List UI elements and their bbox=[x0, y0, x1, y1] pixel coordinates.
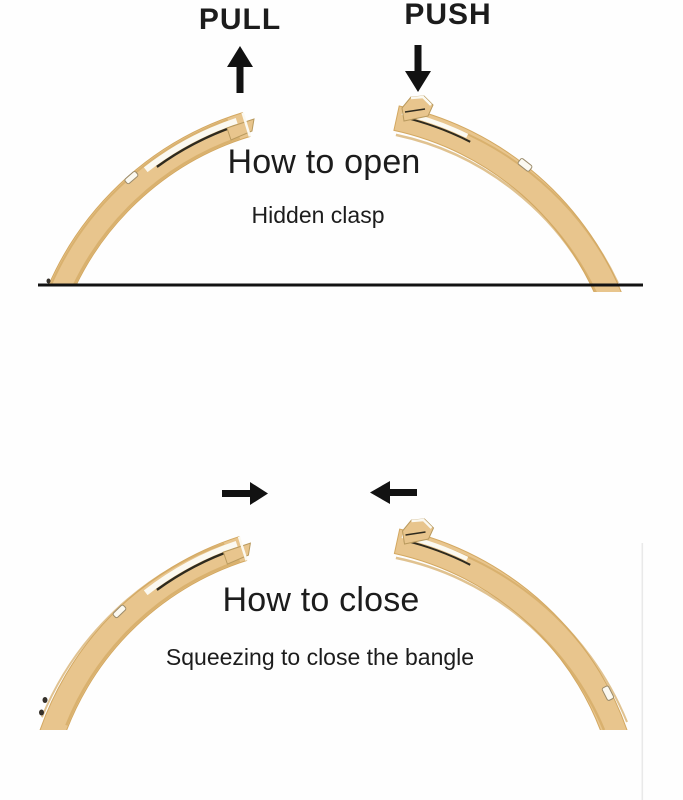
artifact-line bbox=[641, 543, 644, 800]
bangle-close-illustration bbox=[39, 481, 644, 800]
close-subtitle: Squeezing to close the bangle bbox=[165, 644, 475, 670]
pull-label: PULL bbox=[198, 3, 282, 36]
bangle-open-illustration bbox=[38, 45, 643, 292]
arrow-right-icon bbox=[222, 482, 268, 505]
push-label: PUSH bbox=[404, 0, 492, 31]
open-title: How to open bbox=[227, 143, 421, 181]
bangle-open-right-arc bbox=[393, 95, 622, 292]
close-title: How to close bbox=[222, 581, 420, 619]
hinge-detail bbox=[601, 685, 615, 701]
arrow-left-icon bbox=[370, 481, 417, 504]
arrow-up-icon bbox=[227, 46, 253, 93]
bangle-open-left-arc bbox=[46, 111, 255, 286]
arrow-down-icon bbox=[405, 45, 431, 92]
hinge-detail bbox=[517, 158, 533, 172]
hinge-detail bbox=[124, 171, 139, 185]
hinge-detail bbox=[112, 604, 127, 619]
divider-line bbox=[38, 283, 643, 287]
bangle-close-arcs bbox=[39, 518, 628, 730]
open-subtitle: Hidden clasp bbox=[251, 202, 385, 228]
